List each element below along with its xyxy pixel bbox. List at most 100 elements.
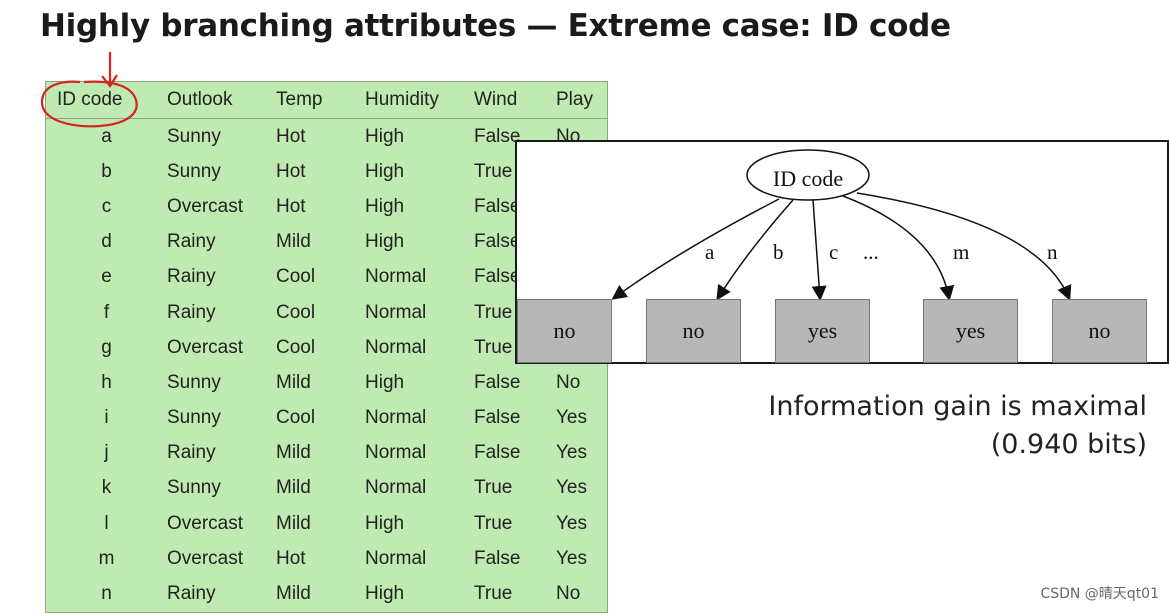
tree-edges: [611, 149, 1072, 301]
table-cell: False: [474, 231, 521, 253]
weather-data-table: ID code Outlook Temp Humidity Wind Play …: [45, 81, 608, 613]
table-cell: Normal: [365, 407, 427, 429]
column-header: ID code: [45, 81, 167, 119]
table-cell: Normal: [365, 477, 427, 499]
table-cell: Sunny: [167, 160, 221, 182]
table-cell: High: [365, 371, 405, 393]
table-cell: Normal: [365, 442, 427, 464]
edge-label: a: [705, 240, 715, 264]
table-cell: Rainy: [167, 583, 216, 605]
decision-tree-diagram: ID code a b c ... m n no no yes yes no: [515, 140, 1169, 364]
column-header: Play: [556, 81, 608, 119]
table-row: fRainyCoolNormalTrueNo: [46, 295, 608, 330]
table-row: n Rainy Mild High True No: [46, 576, 608, 612]
table-cell: Overcast: [167, 512, 244, 534]
table-cell: False: [474, 371, 521, 393]
table-cell: Mild: [276, 512, 311, 534]
table-cell: Overcast: [167, 547, 244, 569]
table-cell: Mild: [276, 583, 311, 605]
table-cell: Normal: [365, 266, 427, 288]
table-header-row: ID code Outlook Temp Humidity Wind Play: [45, 81, 608, 119]
table-cell: High: [365, 125, 405, 147]
table-cell: High: [365, 583, 405, 605]
column-header: Humidity: [365, 81, 474, 119]
table-cell: Yes: [556, 442, 587, 464]
table-cell: Mild: [276, 442, 311, 464]
info-line: (0.940 bits): [990, 429, 1147, 460]
table-cell: Yes: [556, 512, 587, 534]
table-cell: n: [101, 583, 112, 605]
table-cell: No: [556, 371, 581, 393]
table-cell: No: [556, 583, 581, 605]
table-cell: h: [101, 371, 112, 393]
table-cell: Yes: [556, 477, 587, 499]
table-cell: j: [104, 442, 109, 464]
table-cell: Mild: [276, 477, 311, 499]
table-cell: e: [101, 266, 112, 288]
table-cell: False: [474, 547, 521, 569]
table-cell: c: [101, 195, 112, 217]
table-cell: False: [474, 195, 521, 217]
table-cell: False: [474, 125, 521, 147]
table-cell: Mild: [276, 371, 311, 393]
table-cell: Sunny: [167, 477, 221, 499]
table-row: h Sunny Mild High False No: [46, 365, 608, 400]
table-cell: High: [365, 195, 405, 217]
edge-label: m: [953, 240, 970, 264]
table-cell: Overcast: [167, 336, 244, 358]
table-cell: False: [474, 266, 521, 288]
info-line: Information gain is maximal: [768, 391, 1147, 422]
table-cell: g: [101, 336, 112, 358]
table-cell: Sunny: [167, 371, 221, 393]
edge-label: n: [1047, 240, 1058, 264]
table-cell: Yes: [556, 547, 587, 569]
table-cell: b: [101, 160, 112, 182]
table-cell: Cool: [276, 336, 316, 358]
table-cell: Overcast: [167, 195, 244, 217]
edge-label: c: [829, 240, 839, 264]
table-cell: Cool: [276, 301, 316, 323]
table-cell: True: [474, 301, 513, 323]
table-cell: m: [98, 547, 115, 569]
table-cell: Normal: [365, 336, 427, 358]
table-cell: Rainy: [167, 266, 216, 288]
table-row: j Rainy Mild Normal False Yes: [46, 436, 608, 471]
table-cell: Hot: [276, 160, 306, 182]
leaf-node: yes: [923, 299, 1018, 363]
table-cell: True: [474, 336, 513, 358]
table-row: l Overcast Mild High True Yes: [46, 506, 608, 541]
table-cell: Mild: [276, 231, 311, 253]
table-cell: High: [365, 160, 405, 182]
page-title: Highly branching attributes — Extreme ca…: [40, 8, 951, 44]
table-cell: Hot: [276, 547, 306, 569]
table-row: m Overcast Hot Normal False Yes: [46, 541, 608, 576]
table-cell: Rainy: [167, 301, 216, 323]
table-cell: l: [104, 512, 109, 534]
table-cell: d: [101, 231, 112, 253]
table-cell: High: [365, 512, 405, 534]
table-cell: Cool: [276, 266, 316, 288]
leaf-node: no: [646, 299, 741, 363]
table-cell: k: [101, 477, 112, 499]
leaf-node: no: [517, 299, 612, 363]
table-cell: True: [474, 512, 513, 534]
table-cell: False: [474, 407, 521, 429]
table-cell: i: [104, 407, 109, 429]
table-cell: Rainy: [167, 442, 216, 464]
root-node-label: ID code: [772, 166, 844, 191]
table-body: aSunnyHotHighFalseNobSunnyHotHighTrueNoc…: [46, 119, 608, 613]
column-header: Temp: [276, 81, 365, 119]
table-cell: Normal: [365, 547, 427, 569]
column-header: Wind: [474, 81, 556, 119]
table-cell: Normal: [365, 301, 427, 323]
table-cell: Sunny: [167, 407, 221, 429]
watermark: CSDN @晴天qt01: [1040, 586, 1159, 602]
table-cell: False: [474, 442, 521, 464]
info-gain-caption: Information gain is maximal (0.940 bits): [768, 388, 1147, 464]
edge-label: b: [773, 240, 784, 264]
table-cell: True: [474, 583, 513, 605]
edge-label: ...: [863, 240, 879, 264]
